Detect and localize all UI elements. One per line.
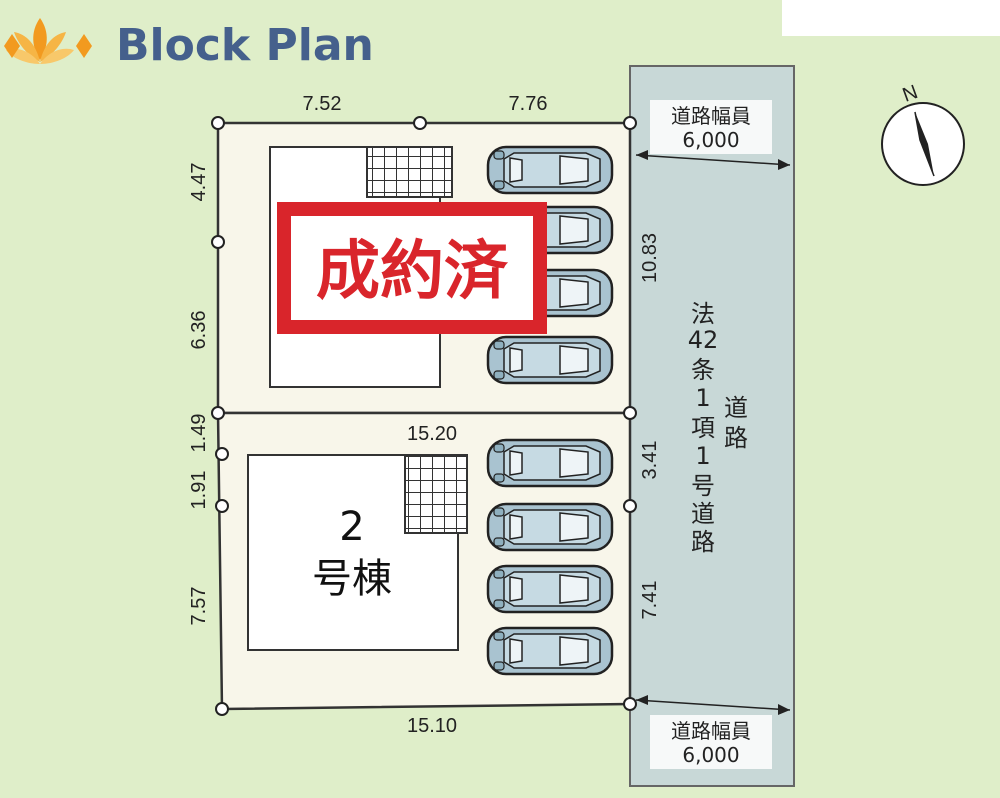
compass-label: N — [900, 81, 921, 107]
dim-left-split: 1.49 — [188, 414, 210, 453]
parking-car-icon — [486, 564, 614, 614]
road-law-char: 42 — [688, 326, 719, 354]
dim-top-left: 7.52 — [303, 93, 342, 115]
north-compass-icon — [881, 102, 965, 186]
road-law-char: 法 — [691, 300, 715, 328]
road-law-char: 路 — [691, 528, 715, 556]
road-law-char: 号 — [691, 472, 715, 500]
dim-right-lower: 7.41 — [639, 581, 661, 620]
dim-left-upper: 4.47 — [188, 163, 210, 202]
dim-middle-boundary: 15.20 — [407, 423, 457, 445]
road-width-line-bottom — [635, 699, 791, 711]
blank-patch — [782, 0, 1000, 36]
sold-stamp: 成約済 — [277, 202, 547, 334]
lotus-logo-icon — [4, 18, 92, 64]
parking-car-icon — [486, 335, 614, 385]
dim-right-upper: 10.83 — [639, 233, 661, 283]
road-width-value-bottom: 6,000 — [682, 743, 739, 767]
dim-left-lower-2: 7.57 — [188, 587, 210, 626]
road-law-char: 道 — [691, 500, 715, 528]
parking-car-icon — [486, 145, 614, 195]
road-law-char: 条 — [691, 356, 715, 384]
road-width-value-top: 6,000 — [682, 128, 739, 152]
road-type-char: 道 — [724, 394, 748, 422]
lot-2-balcony — [404, 454, 468, 534]
sold-stamp-text: 成約済 — [316, 235, 509, 309]
parking-car-icon — [486, 626, 614, 676]
road — [629, 65, 795, 787]
dim-right-mid: 3.41 — [639, 441, 661, 480]
road-law-char: 1 — [695, 384, 710, 412]
page-title: Block Plan — [116, 20, 374, 71]
lot-1-balcony — [366, 146, 453, 198]
parking-car-icon — [486, 438, 614, 488]
road-law-char: 項 — [691, 414, 715, 442]
road-width-label-top: 道路幅員 — [671, 104, 751, 128]
lot-2-number: 2 — [339, 504, 364, 550]
dim-bottom: 15.10 — [407, 715, 457, 737]
dim-top-right: 7.76 — [509, 93, 548, 115]
parking-car-icon — [486, 502, 614, 552]
lot-2-label: 号棟 — [312, 556, 392, 602]
dim-left-lower-1: 1.91 — [188, 471, 210, 510]
road-type-char: 路 — [724, 424, 748, 452]
road-width-line-top — [635, 154, 791, 166]
boundary-markers — [211, 116, 637, 716]
road-law-char: 1 — [695, 442, 710, 470]
road-width-label-bottom: 道路幅員 — [671, 719, 751, 743]
dim-left-middle: 6.36 — [188, 311, 210, 350]
